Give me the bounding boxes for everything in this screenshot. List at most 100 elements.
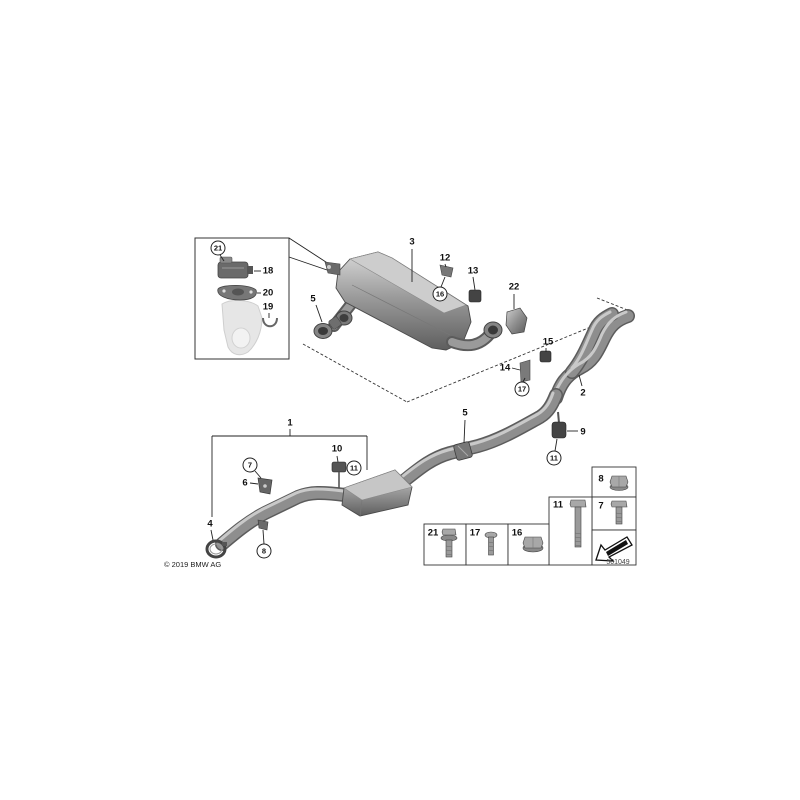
fastener-label: 11	[553, 500, 564, 511]
leader-line	[511, 367, 521, 371]
callout-12: 12	[440, 253, 451, 264]
callout-ring	[546, 450, 562, 466]
exhaust-flap-actuator	[217, 256, 253, 279]
fastener-cell: 11	[548, 496, 593, 566]
hanger-bracket	[439, 264, 454, 278]
callout-1: 1	[287, 418, 293, 429]
holder-bracket	[519, 359, 531, 383]
right-tailpipe	[446, 321, 503, 352]
callout-22: 22	[509, 282, 520, 293]
callout-11-front: 11	[350, 464, 358, 473]
callout-18: 18	[263, 266, 274, 277]
leader-line	[219, 254, 225, 262]
rubber-mount	[551, 421, 567, 439]
fastener-cell: 21	[423, 523, 467, 566]
callout-6: 6	[242, 478, 247, 489]
leader-line	[210, 529, 214, 541]
callout-7: 7	[248, 461, 252, 470]
rubber-mount	[331, 461, 347, 473]
group-bracket-1	[211, 429, 368, 517]
copyright-notice: © 2019 BMW AG	[164, 560, 221, 569]
hanger-pin	[557, 411, 560, 424]
callout-5-tailpipe-clamp: 5	[310, 294, 316, 305]
leader-line	[249, 482, 259, 485]
callout-2: 2	[580, 388, 585, 399]
rear-muffler-group: 3 12 13 16 22 5 15 14 17	[302, 237, 631, 403]
leader-line	[522, 377, 526, 383]
callout-9: 9	[580, 427, 585, 438]
callout-5-pipe-clamp: 5	[462, 408, 468, 419]
front-pipe	[215, 485, 352, 551]
rubber-mount	[539, 350, 552, 363]
leader-line	[554, 438, 558, 452]
fastener-label: 16	[512, 528, 523, 539]
ghost-pipe-outline	[221, 299, 263, 356]
fastener-label: 21	[428, 528, 439, 539]
leader-line	[254, 470, 262, 479]
hex-flange-nut-icon	[609, 475, 629, 491]
left-tailpipe	[313, 297, 358, 339]
callout-3: 3	[409, 237, 414, 248]
tailpipe-trim-bracket	[505, 307, 528, 335]
y-pipe	[549, 307, 635, 405]
callout-17: 17	[518, 385, 526, 394]
diagram-number: 501049	[606, 559, 629, 566]
fastener-label: 7	[598, 501, 603, 512]
pipe-clamp-ring	[205, 539, 227, 559]
inset-connector-line	[288, 237, 330, 265]
leader-line	[472, 276, 476, 291]
leader-line	[440, 276, 446, 288]
callout-4: 4	[207, 519, 213, 530]
leader-line	[336, 455, 339, 463]
group-dashed-line	[596, 297, 631, 312]
spring-clip	[262, 317, 278, 328]
gasket-plate	[217, 284, 257, 301]
callout-19: 19	[263, 302, 274, 313]
callout-ring	[242, 457, 258, 473]
callout-ring	[210, 240, 226, 256]
callout-14: 14	[500, 363, 511, 374]
fastener-cell: 8	[591, 466, 637, 498]
callout-16: 16	[436, 290, 444, 299]
leader-line	[463, 419, 466, 444]
bracket-hole	[263, 484, 267, 488]
fastener-cell: 16	[507, 523, 550, 566]
callout-13: 13	[468, 266, 479, 277]
fastener-table: 8 7 11	[423, 466, 637, 566]
callout-11-rear: 11	[550, 454, 558, 463]
washer-bolt-icon	[440, 528, 458, 558]
callout-20: 20	[263, 288, 274, 299]
catalytic-converter	[341, 469, 413, 517]
center-pipe	[398, 388, 563, 487]
fastener-cell	[591, 529, 637, 566]
fastener-label: 8	[598, 474, 603, 485]
callout-10: 10	[332, 444, 343, 455]
pipe-clamp	[453, 441, 473, 461]
leader-line	[262, 529, 265, 545]
callout-ring	[514, 381, 530, 397]
fastener-cell: 7	[591, 496, 637, 531]
collar-nut-icon	[522, 536, 544, 553]
fastener-label: 17	[470, 528, 481, 539]
inset-connector-line	[288, 256, 328, 271]
callout-21: 21	[214, 244, 222, 253]
callout-ring	[432, 286, 448, 302]
pipe-bracket	[257, 519, 269, 531]
detail-inset: 21 18 20 19	[194, 237, 330, 360]
screw-icon	[484, 531, 498, 556]
callout-15: 15	[543, 337, 554, 348]
exhaust-pipe-assembly: 2 1 5 10 11 7 6 9 11 4 8	[205, 307, 635, 559]
callout-8: 8	[262, 547, 266, 556]
callout-ring	[256, 543, 272, 559]
fastener-cell: 17	[465, 523, 509, 566]
direction-arrow-icon	[595, 536, 633, 562]
hex-bolt-icon	[610, 500, 628, 525]
leader-line	[444, 263, 447, 268]
rubber-mount	[468, 289, 482, 303]
leader-line	[578, 374, 583, 387]
callout-ring	[346, 460, 362, 476]
leader-line	[315, 304, 323, 323]
long-bolt-icon	[569, 499, 587, 548]
